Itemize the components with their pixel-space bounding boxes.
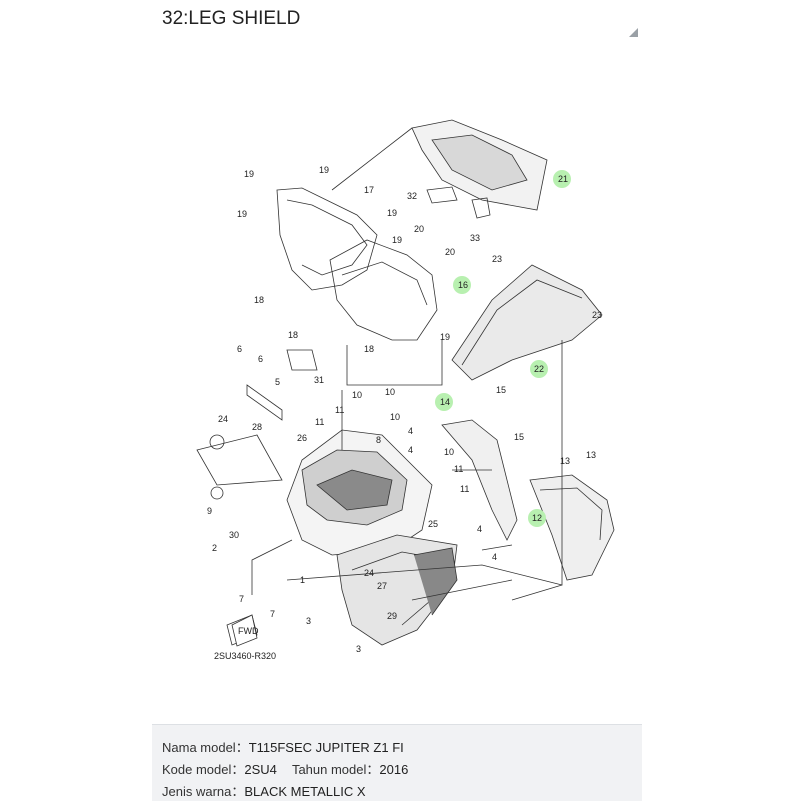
page-header: 32:LEG SHIELD <box>152 0 642 41</box>
callout-4: 4 <box>492 552 497 562</box>
callout-24: 24 <box>364 568 374 578</box>
page-title: 32:LEG SHIELD <box>162 8 301 29</box>
parts-diagram: FWD 2SU3460-R320 19 19 19 17 19 18 32 33… <box>152 40 642 730</box>
callout-19: 19 <box>392 235 402 245</box>
callout-18: 18 <box>364 344 374 354</box>
callout-2: 2 <box>212 543 217 553</box>
callout-33: 33 <box>470 233 480 243</box>
callout-19: 19 <box>440 332 450 342</box>
callout-7: 7 <box>239 594 244 604</box>
callout-24: 24 <box>218 414 228 424</box>
callout-13: 13 <box>586 450 596 460</box>
callout-6: 6 <box>237 344 242 354</box>
model-code-label: Kode model： <box>162 762 245 777</box>
callout-9: 9 <box>207 506 212 516</box>
callout-19: 19 <box>319 165 329 175</box>
callout-27: 27 <box>377 581 387 591</box>
color-row: Jenis warna：BLACK METALLIC X <box>162 781 366 800</box>
callout-30: 30 <box>229 530 239 540</box>
reference-code: 2SU3460-R320 <box>214 651 276 661</box>
callout-20: 20 <box>445 247 455 257</box>
year-label: Tahun model： <box>291 762 380 777</box>
model-code-value: 2SU4 <box>244 762 277 777</box>
color-label: Jenis warna： <box>162 784 245 799</box>
callout-17: 17 <box>364 185 374 195</box>
callout-18: 18 <box>288 330 298 340</box>
callout-10: 10 <box>352 390 362 400</box>
callout-10: 10 <box>390 412 400 422</box>
model-name-label: Nama model： <box>162 740 249 755</box>
callout-3: 3 <box>306 616 311 626</box>
callout-16: 16 <box>458 280 468 290</box>
exploded-view-drawing: FWD 2SU3460-R320 19 19 19 17 19 18 32 33… <box>196 119 615 661</box>
callout-10: 10 <box>444 447 454 457</box>
callout-15: 15 <box>514 432 524 442</box>
corner-fold-icon <box>629 28 638 37</box>
callout-1: 1 <box>300 575 305 585</box>
model-name-value: T115FSEC JUPITER Z1 FI <box>248 740 404 755</box>
callout-26: 26 <box>297 433 307 443</box>
model-info-panel: Nama model：T115FSEC JUPITER Z1 FI Kode m… <box>152 724 642 801</box>
callout-5: 5 <box>275 377 280 387</box>
callout-28: 28 <box>252 422 262 432</box>
fwd-label: FWD <box>238 626 259 636</box>
callout-32: 32 <box>407 191 417 201</box>
callout-11: 11 <box>315 417 324 427</box>
callout-11: 11 <box>454 464 463 474</box>
callout-19: 19 <box>244 169 254 179</box>
callout-15: 15 <box>496 385 506 395</box>
callout-7: 7 <box>270 609 275 619</box>
callout-11: 11 <box>335 405 344 415</box>
callout-31: 31 <box>314 375 324 385</box>
callout-4: 4 <box>408 445 413 455</box>
color-value: BLACK METALLIC X <box>244 784 366 799</box>
model-name-row: Nama model：T115FSEC JUPITER Z1 FI <box>162 737 404 756</box>
year-value: 2016 <box>379 762 409 777</box>
callout-4: 4 <box>408 426 413 436</box>
callout-25: 25 <box>428 519 438 529</box>
callout-20: 20 <box>414 224 424 234</box>
callout-13: 13 <box>560 456 570 466</box>
callout-19: 19 <box>387 208 397 218</box>
callout-12: 12 <box>532 513 542 523</box>
callout-11: 11 <box>460 484 469 494</box>
callout-4: 4 <box>477 524 482 534</box>
callout-3: 3 <box>356 644 361 654</box>
callout-21: 21 <box>558 174 568 184</box>
callout-22: 22 <box>534 364 544 374</box>
callout-29: 29 <box>387 611 397 621</box>
callout-6: 6 <box>258 354 263 364</box>
callout-8: 8 <box>376 435 381 445</box>
model-code-row: Kode model：2SU4 Tahun model：2016 <box>162 759 408 778</box>
callout-14: 14 <box>440 397 450 407</box>
callout-10: 10 <box>385 387 395 397</box>
callout-23: 23 <box>492 254 502 264</box>
callout-23: 23 <box>592 310 602 320</box>
callout-19: 19 <box>237 209 247 219</box>
callout-18: 18 <box>254 295 264 305</box>
